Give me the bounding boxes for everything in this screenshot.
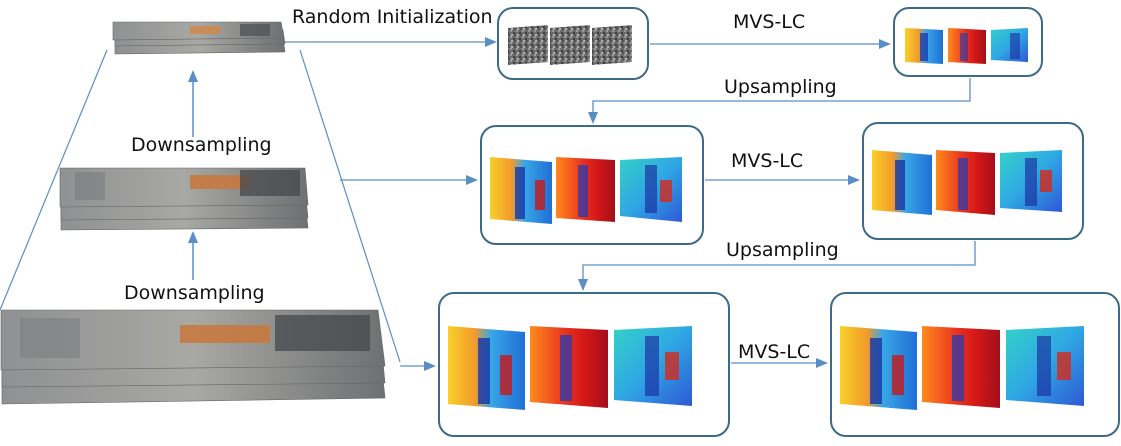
label-mvs-lc-2: MVS-LC <box>731 150 804 172</box>
depth-maps-mid-input <box>490 157 682 224</box>
label-upsampling-2: Upsampling <box>726 239 839 261</box>
image-stack-coarse <box>112 21 286 55</box>
noise-maps <box>508 25 632 65</box>
pyramid-right-edge <box>299 49 401 363</box>
arrow-upsampling2 <box>578 241 976 291</box>
image-stack-fine <box>0 309 386 405</box>
label-mvs-lc-1: MVS-LC <box>733 11 806 33</box>
depth-maps-coarse <box>905 28 1028 64</box>
pyramid-left-edge <box>0 49 108 311</box>
label-downsampling-2: Downsampling <box>124 282 265 304</box>
label-upsampling-1: Upsampling <box>724 76 837 98</box>
label-mvs-lc-3: MVS-LC <box>738 341 811 363</box>
label-downsampling-1: Downsampling <box>131 134 272 156</box>
depth-maps-fine-output <box>840 326 1084 410</box>
depth-maps-mid-output <box>872 150 1062 215</box>
depth-maps-fine-input <box>448 326 692 410</box>
arrow-upsampling1 <box>588 78 971 124</box>
label-random-initialization: Random Initialization <box>292 6 493 28</box>
image-stack-mid <box>59 167 309 231</box>
